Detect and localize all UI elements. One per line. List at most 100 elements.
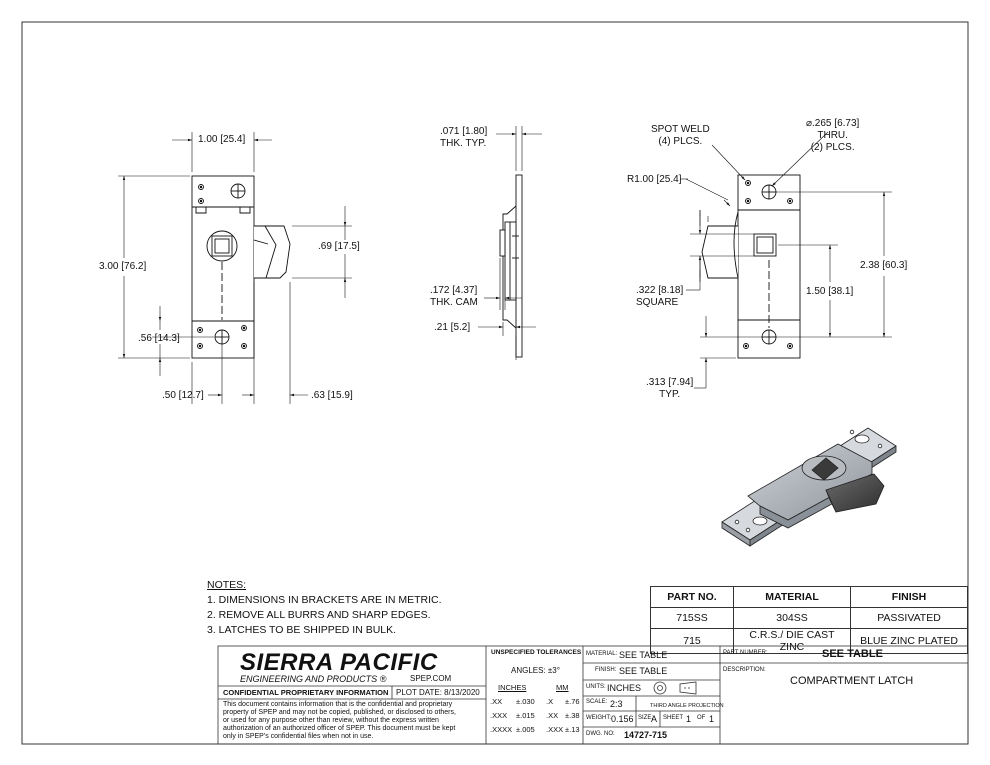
tolerance-row: .XXXX ±.005 .XXX ±.13	[490, 725, 580, 734]
website: SPEP.COM	[410, 674, 452, 683]
company-sub: ENGINEERING AND PRODUCTS ®	[240, 674, 387, 684]
table-cell: BLUE ZINC PLATED	[850, 628, 968, 654]
of-label: OF	[697, 715, 706, 721]
description-value: COMPARTMENT LATCH	[790, 675, 914, 687]
dim-mm: 5.2	[453, 322, 468, 333]
dim-inch: .071	[440, 126, 460, 137]
part-number-label: PART NUMBER:	[723, 650, 768, 656]
table-row: 715 C.R.S./ DIE CAST ZINC BLUE ZINC PLAT…	[650, 628, 968, 654]
material-value: SEE TABLE	[619, 650, 668, 660]
company-sub-text: ENGINEERING AND PRODUCTS	[240, 674, 378, 684]
dim-inch: 1.00	[198, 134, 218, 145]
callout: SPOT WELD	[651, 124, 710, 135]
notes-heading: NOTES:	[207, 579, 247, 591]
front-dim-hole-offset: .56 [14.3]	[138, 333, 180, 344]
dim-mm: 76.2	[124, 261, 144, 272]
rear-spot-weld: SPOT WELD (4) PLCS.	[651, 124, 710, 148]
dim-mm: 12.7	[181, 390, 201, 401]
finish-value: SEE TABLE	[619, 666, 668, 676]
front-dim-width: 1.00 [25.4]	[198, 134, 246, 145]
finish-label: FINISH:	[595, 667, 617, 673]
table-cell: 715SS	[650, 607, 734, 629]
front-dim-cam-height: .69 [17.5]	[318, 241, 360, 252]
table-cell: 715	[650, 628, 734, 654]
dim-mm: 25.4	[659, 174, 679, 185]
side-view	[478, 126, 542, 360]
dim-inch: .172	[430, 285, 450, 296]
isometric-view	[721, 427, 897, 547]
rear-radius: R1.00 [25.4]	[627, 174, 682, 185]
dim-inch: .21	[434, 322, 448, 333]
front-dim-left-offset: .50 [12.7]	[162, 390, 204, 401]
table-row: 715SS 304SS PASSIVATED	[650, 607, 968, 629]
mm-label: MM	[556, 683, 569, 692]
dim-mm: 25.4	[223, 134, 243, 145]
side-dim-cam: .172 [4.37] THK. CAM	[430, 285, 478, 308]
projection-label: THIRD ANGLE PROJECTION	[650, 703, 724, 709]
dwg-label: DWG. NO:	[586, 731, 615, 737]
notes: NOTES: 1. DIMENSIONS IN BRACKETS ARE IN …	[207, 578, 442, 638]
tol-format: .XXX	[490, 711, 508, 720]
note-item: 3. LATCHES TO BE SHIPPED IN BULK.	[207, 624, 397, 636]
callout-count: (2) PLCS.	[810, 142, 855, 153]
rear-dim-holes: 2.38 [60.3]	[860, 260, 908, 271]
front-view	[118, 132, 352, 404]
title-block-lines	[217, 645, 969, 745]
note-item: 2. REMOVE ALL BURRS AND SHARP EDGES.	[207, 609, 431, 621]
tol-format: .X	[546, 697, 554, 706]
dim-mm: 8.18	[661, 285, 681, 296]
col-part-no: PART NO.	[650, 586, 734, 608]
rear-hole-dia: ⌀.265 [6.73] THRU. (2) PLCS.	[806, 118, 860, 153]
dim-inch: R1.00	[627, 174, 654, 185]
tol-value: ±.005	[516, 725, 535, 734]
dim-note: TYP.	[659, 389, 681, 400]
inches-label: INCHES	[498, 683, 527, 692]
parts-table: PART NO. MATERIAL FINISH 715SS 304SS PAS…	[650, 586, 968, 654]
confidential-line: This document contains information that …	[223, 701, 453, 708]
dim-mm: 14.3	[157, 333, 177, 344]
tolerance-row: .XXX ±.015 .XX ±.38	[490, 711, 580, 720]
table-cell: 304SS	[733, 607, 851, 629]
material-label: MATERIAL:	[586, 651, 618, 657]
description-label: DESCRIPTION:	[723, 667, 766, 673]
tolerance-row: .XX ±.030 .X ±.76	[490, 697, 580, 706]
dim-mm: 4.37	[455, 285, 475, 296]
confidential-line: authorization of an authorized officer o…	[223, 725, 456, 732]
dim-inch: .56	[138, 333, 152, 344]
dim-inch: 2.38	[860, 260, 880, 271]
dim-inch: 3.00	[99, 261, 119, 272]
dim-inch: .50	[162, 390, 176, 401]
tol-format: .XXX	[546, 725, 564, 734]
dwg-value: 14727-715	[624, 730, 668, 740]
tol-format: .XXXX	[490, 725, 513, 734]
front-dim-cam-ext: .63 [15.9]	[311, 390, 353, 401]
size-label: SIZE:	[638, 715, 654, 721]
callout: THRU.	[817, 130, 848, 141]
dim-mm: 60.3	[885, 260, 905, 271]
col-finish: FINISH	[850, 586, 968, 608]
confidential-line: or used for any purpose other than revie…	[223, 717, 439, 724]
dim-note: THK. TYP.	[440, 138, 487, 149]
confidential-line: only in SPEP's confidential files when n…	[223, 733, 374, 740]
front-dim-height: 3.00 [76.2]	[99, 261, 147, 272]
units-label: UNITS:	[586, 684, 606, 690]
confidential-text: This document contains information that …	[223, 701, 456, 741]
rear-dim-center: 1.50 [38.1]	[806, 286, 854, 297]
rear-square: .322 [8.18] SQUARE	[636, 285, 684, 308]
dim-inch: .313	[646, 377, 666, 388]
of-value: 1	[709, 714, 715, 724]
dim-mm: 1.80	[465, 126, 485, 137]
part-number-value: SEE TABLE	[822, 648, 883, 660]
table-cell: PASSIVATED	[850, 607, 968, 629]
dim-inch: .265	[812, 118, 832, 129]
note-item: 1. DIMENSIONS IN BRACKETS ARE IN METRIC.	[207, 594, 442, 606]
company-logo: SIERRA PACIFIC	[240, 649, 438, 676]
scale-label: SCALE:	[586, 699, 608, 705]
tol-value: ±.030	[516, 697, 535, 706]
scale-value: 2:3	[610, 699, 623, 709]
weight-value: 0.156	[611, 714, 634, 724]
dim-inch: 1.50	[806, 286, 826, 297]
dim-mm: 17.5	[337, 241, 357, 252]
dim-note: SQUARE	[636, 297, 679, 308]
